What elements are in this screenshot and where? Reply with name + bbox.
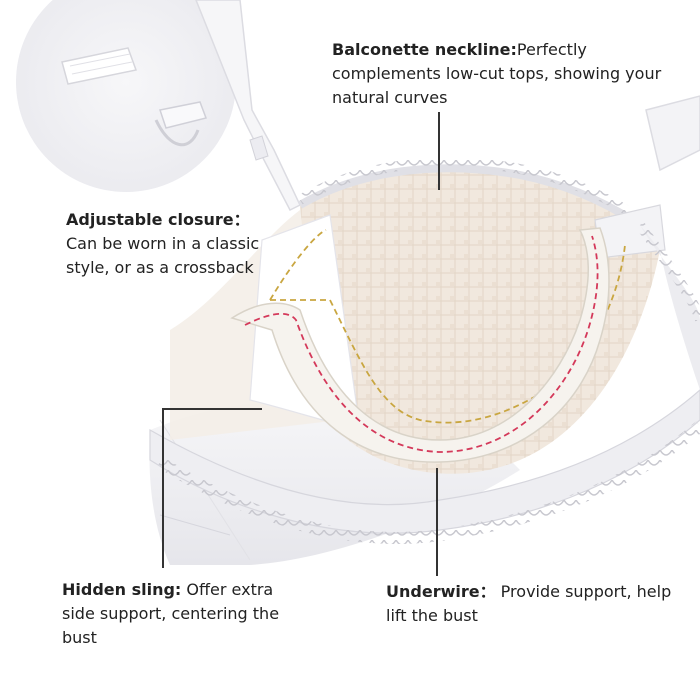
bottom-band (149, 389, 700, 544)
underwire-channel (230, 227, 610, 463)
callout-body: Perfectly complements low-cut tops, show… (332, 40, 662, 107)
leader-line-balconette (438, 112, 440, 190)
callout-body: Can be worn in a classic style, or as a … (66, 234, 260, 277)
callout-title: Underwire： (386, 582, 496, 601)
leader-line-sling-vertical (162, 408, 164, 568)
callout-balconette-neckline: Balconette neckline:Perfectly complement… (332, 38, 672, 110)
callout-body: Provide support, help lift the bust (386, 582, 672, 625)
callout-body: Offer extra side support, centering the … (62, 580, 280, 647)
inset-closure-detail (16, 0, 236, 192)
shoulder-strap (195, 0, 700, 212)
callout-title: Adjustable closure： (66, 210, 250, 229)
leader-line-underwire (436, 468, 438, 576)
right-side-trim (635, 222, 700, 390)
callout-title: Balconette neckline: (332, 40, 517, 59)
leader-line-sling-horizontal (162, 408, 262, 410)
callout-title: Hidden sling: (62, 580, 182, 599)
callout-underwire: Underwire： Provide support, help lift th… (386, 580, 686, 628)
callout-adjustable-closure: Adjustable closure： Can be worn in a cla… (66, 208, 286, 280)
callout-hidden-sling: Hidden sling: Offer extra side support, … (62, 578, 302, 650)
